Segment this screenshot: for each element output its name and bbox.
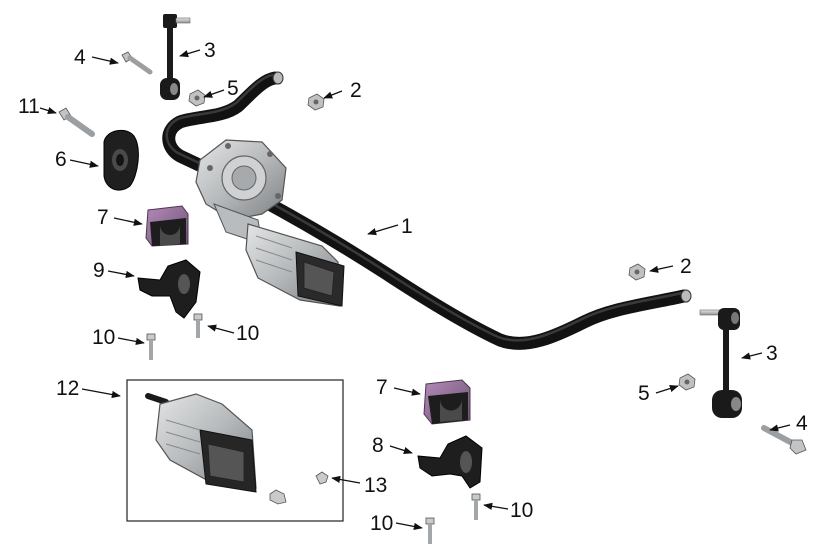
stabilizer-bar-icon bbox=[162, 71, 692, 350]
arrow-4a bbox=[91, 56, 119, 65]
arrow-10b bbox=[207, 324, 235, 334]
bolt-icon bbox=[193, 313, 203, 338]
isolator-icon bbox=[103, 129, 139, 191]
nut-icon bbox=[628, 263, 646, 281]
end-link-icon bbox=[160, 14, 191, 100]
arrow-8 bbox=[389, 445, 413, 454]
callout-7: 7 bbox=[376, 376, 388, 399]
bolt-icon bbox=[146, 333, 156, 360]
arrow-10a bbox=[117, 337, 145, 346]
arrow-11 bbox=[39, 107, 57, 115]
arrow-10c bbox=[483, 502, 509, 510]
bolt-icon bbox=[425, 517, 435, 544]
arrow-12 bbox=[81, 388, 121, 399]
arrow-2b bbox=[649, 265, 674, 273]
arrow-1 bbox=[367, 224, 399, 236]
callout-4: 4 bbox=[74, 46, 86, 69]
bushing-bracket-icon bbox=[137, 259, 201, 319]
arrow-5a bbox=[203, 89, 225, 98]
bolt-icon bbox=[121, 51, 153, 75]
bushing-icon bbox=[145, 205, 189, 247]
callout-6: 6 bbox=[55, 148, 67, 171]
callout-1: 1 bbox=[401, 215, 413, 238]
callout-2: 2 bbox=[350, 79, 362, 102]
callout-4: 4 bbox=[796, 412, 808, 435]
arrow-3a bbox=[179, 49, 201, 58]
callout-11: 11 bbox=[18, 95, 40, 118]
arrow-6 bbox=[69, 159, 99, 168]
callout-10: 10 bbox=[370, 512, 394, 535]
arrow-2a bbox=[323, 90, 343, 99]
arrow-10d bbox=[395, 522, 423, 531]
callout-10: 10 bbox=[510, 499, 534, 522]
bushing-icon bbox=[423, 379, 471, 425]
motor-module-icon bbox=[145, 393, 257, 493]
bolt-icon bbox=[58, 107, 95, 137]
callout-2: 2 bbox=[680, 255, 692, 278]
callout-7: 7 bbox=[97, 206, 109, 229]
arrow-7b bbox=[393, 387, 421, 396]
nut-icon bbox=[188, 89, 206, 107]
callout-9: 9 bbox=[93, 259, 105, 282]
callout-8: 8 bbox=[372, 434, 384, 457]
arrow-5b bbox=[655, 385, 679, 394]
bolt-icon bbox=[269, 489, 287, 505]
callout-12: 12 bbox=[56, 377, 80, 400]
arrow-4b bbox=[769, 424, 791, 432]
callout-13: 13 bbox=[364, 474, 388, 497]
nut-icon bbox=[678, 373, 696, 391]
callout-5: 5 bbox=[227, 77, 239, 100]
bolt-icon bbox=[471, 493, 481, 520]
nut-icon bbox=[307, 93, 325, 111]
arrow-13 bbox=[331, 475, 361, 484]
end-link-icon bbox=[699, 308, 742, 418]
callout-3: 3 bbox=[204, 39, 216, 62]
disconnect-actuator-icon bbox=[195, 139, 345, 307]
callout-10: 10 bbox=[92, 326, 116, 349]
bolt-icon bbox=[315, 471, 329, 485]
arrow-3b bbox=[741, 352, 763, 360]
bushing-bracket-icon bbox=[417, 435, 483, 489]
callout-5: 5 bbox=[638, 382, 650, 405]
arrow-7a bbox=[113, 217, 143, 226]
inset-box bbox=[126, 379, 344, 522]
arrow-9 bbox=[107, 270, 135, 279]
bolt-icon bbox=[761, 425, 807, 455]
callout-3: 3 bbox=[766, 342, 778, 365]
callout-10: 10 bbox=[236, 322, 260, 345]
leader-arrows bbox=[39, 49, 791, 531]
